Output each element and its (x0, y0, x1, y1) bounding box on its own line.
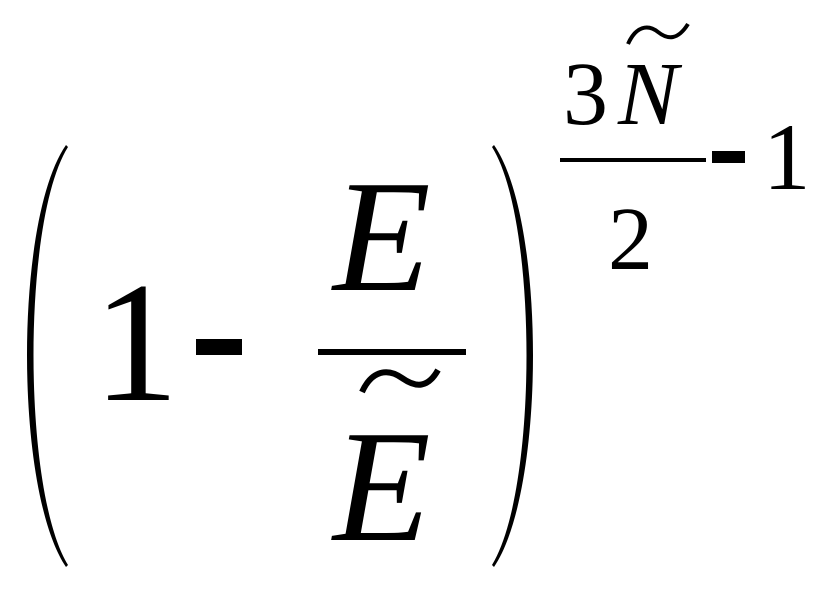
exponent-two: 2 (608, 190, 653, 289)
exponent-fraction-bar (560, 158, 706, 162)
tilde-accent-icon (359, 368, 441, 394)
exponent-n: N (617, 45, 683, 144)
fraction-bar (318, 349, 466, 355)
denominator-e: E (331, 397, 431, 575)
base-minus-sign (196, 339, 242, 355)
base-one: 1 (93, 248, 179, 438)
exponent-one: 1 (763, 104, 811, 210)
exponent-three: 3 (563, 45, 608, 144)
numerator-e: E (331, 147, 431, 325)
exponent-minus-sign (712, 151, 745, 163)
tilde-accent-icon (626, 22, 690, 45)
left-parenthesis (27, 145, 68, 567)
right-parenthesis (492, 145, 533, 567)
